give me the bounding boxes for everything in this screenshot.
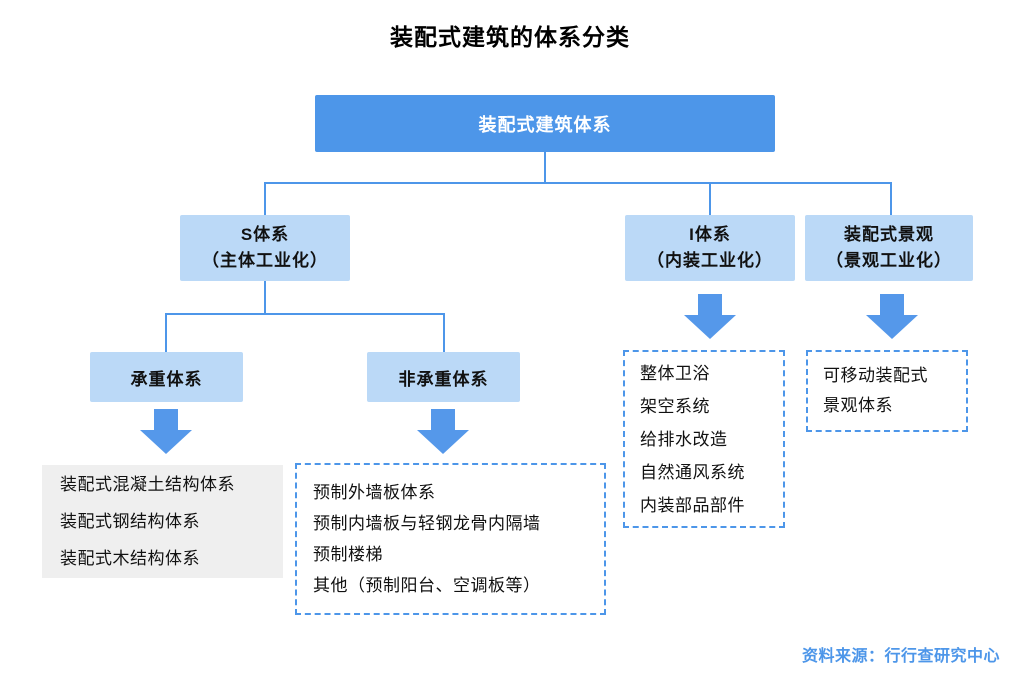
branch-node-landscape: 装配式景观 （景观工业化）: [805, 215, 973, 281]
connector-i-vertical: [709, 182, 711, 215]
down-arrow-head: [140, 430, 192, 454]
connector-landscape-vertical: [890, 182, 892, 215]
down-arrow-head: [417, 430, 469, 454]
connector-level1-horizontal: [264, 182, 892, 184]
down-arrow-shaft: [698, 294, 722, 315]
list-item: 自然通风系统: [640, 462, 745, 482]
sub-nonbearing-label: 非承重体系: [398, 369, 489, 389]
down-arrow-icon: [140, 409, 192, 454]
branch-landscape-label-line1: 装配式景观: [844, 225, 934, 244]
list-item: 装配式钢结构体系: [60, 512, 200, 531]
branch-s-label-line2: （主体工业化）: [202, 251, 328, 270]
leaf-box-nonbearing-components: 预制外墙板体系 预制内墙板与轻钢龙骨内隔墙 预制楼梯 其他（预制阳台、空调板等）: [295, 463, 606, 615]
down-arrow-icon: [417, 409, 469, 454]
sub-node-bearing-system: 承重体系: [90, 352, 243, 402]
branch-landscape-label-line2: （景观工业化）: [826, 251, 952, 270]
down-arrow-head: [684, 315, 736, 339]
connector-level2-horizontal: [165, 313, 445, 315]
sub-bearing-label: 承重体系: [130, 369, 203, 389]
down-arrow-shaft: [880, 294, 904, 315]
branch-i-label-line2: （内装工业化）: [647, 251, 773, 270]
down-arrow-shaft: [154, 409, 178, 430]
source-attribution: 资料来源：行行查研究中心: [801, 648, 1000, 665]
down-arrow-head: [866, 315, 918, 339]
connector-root-vertical: [544, 152, 546, 184]
page-title: 装配式建筑的体系分类: [390, 24, 630, 50]
root-node-label: 装配式建筑体系: [478, 114, 612, 135]
list-item: 可移动装配式: [823, 366, 928, 385]
down-arrow-shaft: [431, 409, 455, 430]
branch-i-label-line1: I体系: [689, 225, 731, 244]
sub-node-nonbearing-system: 非承重体系: [367, 352, 520, 402]
list-item: 景观体系: [823, 396, 893, 415]
list-item: 整体卫浴: [640, 363, 710, 383]
connector-s-sub-vertical: [264, 281, 266, 315]
leaf-box-landscape-systems: 可移动装配式 景观体系: [806, 350, 968, 432]
list-item: 装配式木结构体系: [60, 549, 200, 568]
connector-s-vertical: [264, 182, 266, 215]
list-item: 其他（预制阳台、空调板等）: [313, 576, 541, 595]
connector-bearing-vertical: [165, 313, 167, 352]
connector-nonbearing-vertical: [443, 313, 445, 352]
leaf-box-interior-systems: 整体卫浴 架空系统 给排水改造 自然通风系统 内装部品部件: [623, 350, 785, 528]
list-item: 架空系统: [640, 396, 710, 416]
branch-node-i-system: I体系 （内装工业化）: [625, 215, 795, 281]
root-node-prefab-building-system: 装配式建筑体系: [315, 95, 775, 152]
down-arrow-icon: [866, 294, 918, 339]
list-item: 给排水改造: [640, 429, 728, 449]
list-item: 预制内墙板与轻钢龙骨内隔墙: [313, 514, 541, 533]
list-item: 内装部品部件: [640, 495, 745, 515]
branch-s-label-line1: S体系: [240, 225, 290, 244]
down-arrow-icon: [684, 294, 736, 339]
branch-node-s-system: S体系 （主体工业化）: [180, 215, 350, 281]
list-item: 预制楼梯: [313, 545, 383, 564]
leaf-box-bearing-structures: 装配式混凝土结构体系 装配式钢结构体系 装配式木结构体系: [42, 465, 283, 578]
list-item: 装配式混凝土结构体系: [60, 475, 235, 494]
list-item: 预制外墙板体系: [313, 483, 436, 502]
